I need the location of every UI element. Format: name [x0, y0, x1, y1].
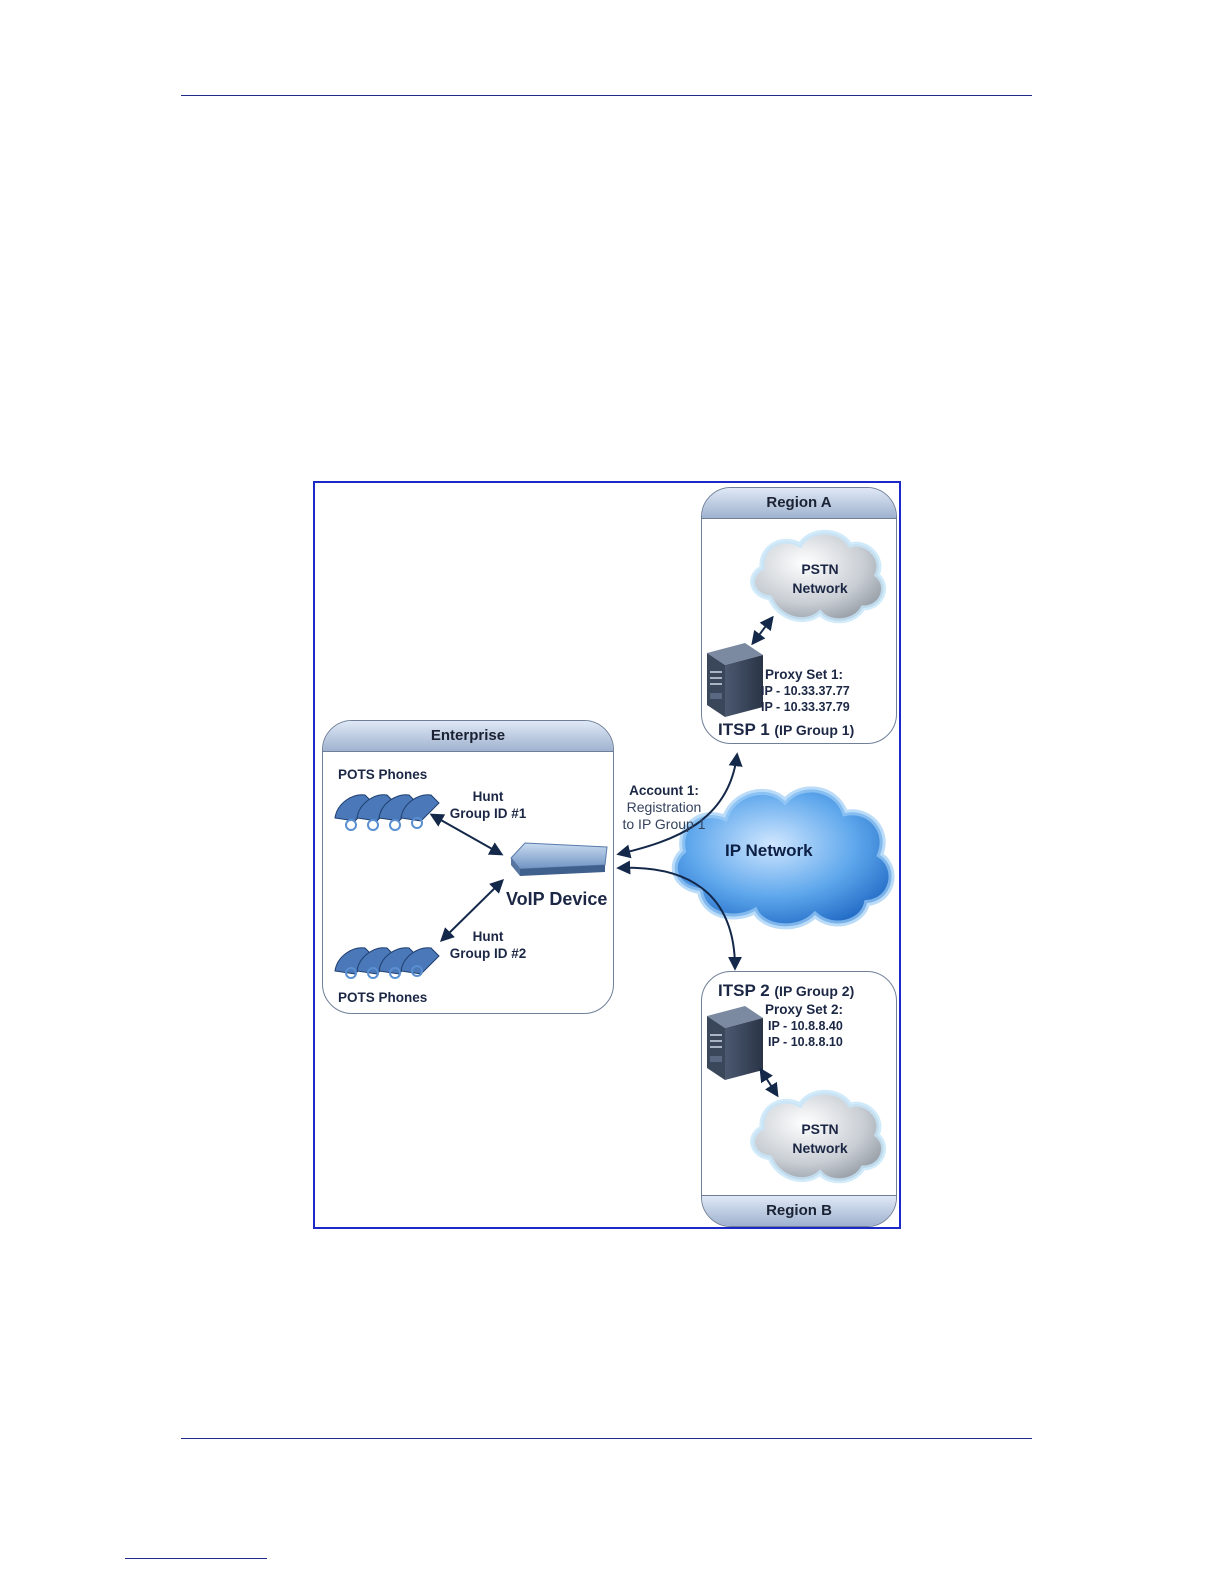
pstn-a-label: PSTN Network [781, 561, 859, 596]
hunt-1-line2: Group ID #1 [449, 806, 527, 821]
hunt-1-line1: Hunt [472, 789, 504, 804]
pots-phones-bottom-label: POTS Phones [338, 990, 428, 1005]
pstn-b-label: PSTN Network [781, 1121, 859, 1156]
itsp-1-group: (IP Group 1) [774, 722, 855, 738]
account-line1: Account 1: [629, 783, 699, 798]
hunt-group-2-label: Hunt Group ID #2 [443, 928, 533, 962]
proxy-set-1-ip1: IP - 10.33.37.77 [761, 684, 850, 698]
itsp-2-label: ITSP 2 (IP Group 2) [718, 981, 854, 1001]
proxy-set-1: Proxy Set 1: IP - 10.33.37.77 IP - 10.33… [761, 667, 850, 715]
enterprise-title: Enterprise [323, 721, 613, 752]
hunt-group-1-label: Hunt Group ID #1 [443, 788, 533, 822]
itsp-2-group: (IP Group 2) [774, 983, 855, 999]
account-line2: Registration [626, 799, 702, 815]
proxy-set-2-ip2: IP - 10.8.8.10 [768, 1035, 843, 1049]
pots-phones-top-label: POTS Phones [338, 767, 428, 782]
account-label: Account 1: Registration to IP Group 1 [618, 782, 710, 833]
enterprise-panel: Enterprise [322, 720, 614, 1014]
pstn-b-line1: PSTN [801, 1121, 839, 1137]
footnote-rule [125, 1558, 267, 1559]
ip-network-label: IP Network [725, 841, 813, 860]
pstn-a-line1: PSTN [801, 561, 839, 577]
itsp-1-name: ITSP 1 [718, 720, 770, 739]
network-figure: Region A Region B Enterprise [313, 481, 901, 1229]
proxy-set-1-title: Proxy Set 1: [765, 667, 844, 682]
pstn-b-line2: Network [792, 1140, 848, 1156]
proxy-set-2: Proxy Set 2: IP - 10.8.8.40 IP - 10.8.8.… [765, 1002, 843, 1050]
proxy-set-2-title: Proxy Set 2: [765, 1002, 844, 1017]
itsp-1-label: ITSP 1 (IP Group 1) [718, 720, 854, 740]
region-b-title: Region B [702, 1195, 896, 1226]
hunt-2-line1: Hunt [472, 929, 504, 944]
account-line3: to IP Group 1 [622, 816, 706, 832]
region-a-title: Region A [702, 488, 896, 519]
itsp-2-name: ITSP 2 [718, 981, 770, 1000]
header-rule [181, 95, 1032, 96]
pstn-a-line2: Network [792, 580, 848, 596]
voip-device-label: VoIP Device [506, 889, 608, 909]
footer-rule [181, 1438, 1032, 1439]
arrow-to-itsp2 [616, 860, 742, 971]
proxy-set-1-ip2: IP - 10.33.37.79 [761, 700, 850, 714]
proxy-set-2-ip1: IP - 10.8.8.40 [768, 1019, 843, 1033]
hunt-2-line2: Group ID #2 [449, 946, 527, 961]
